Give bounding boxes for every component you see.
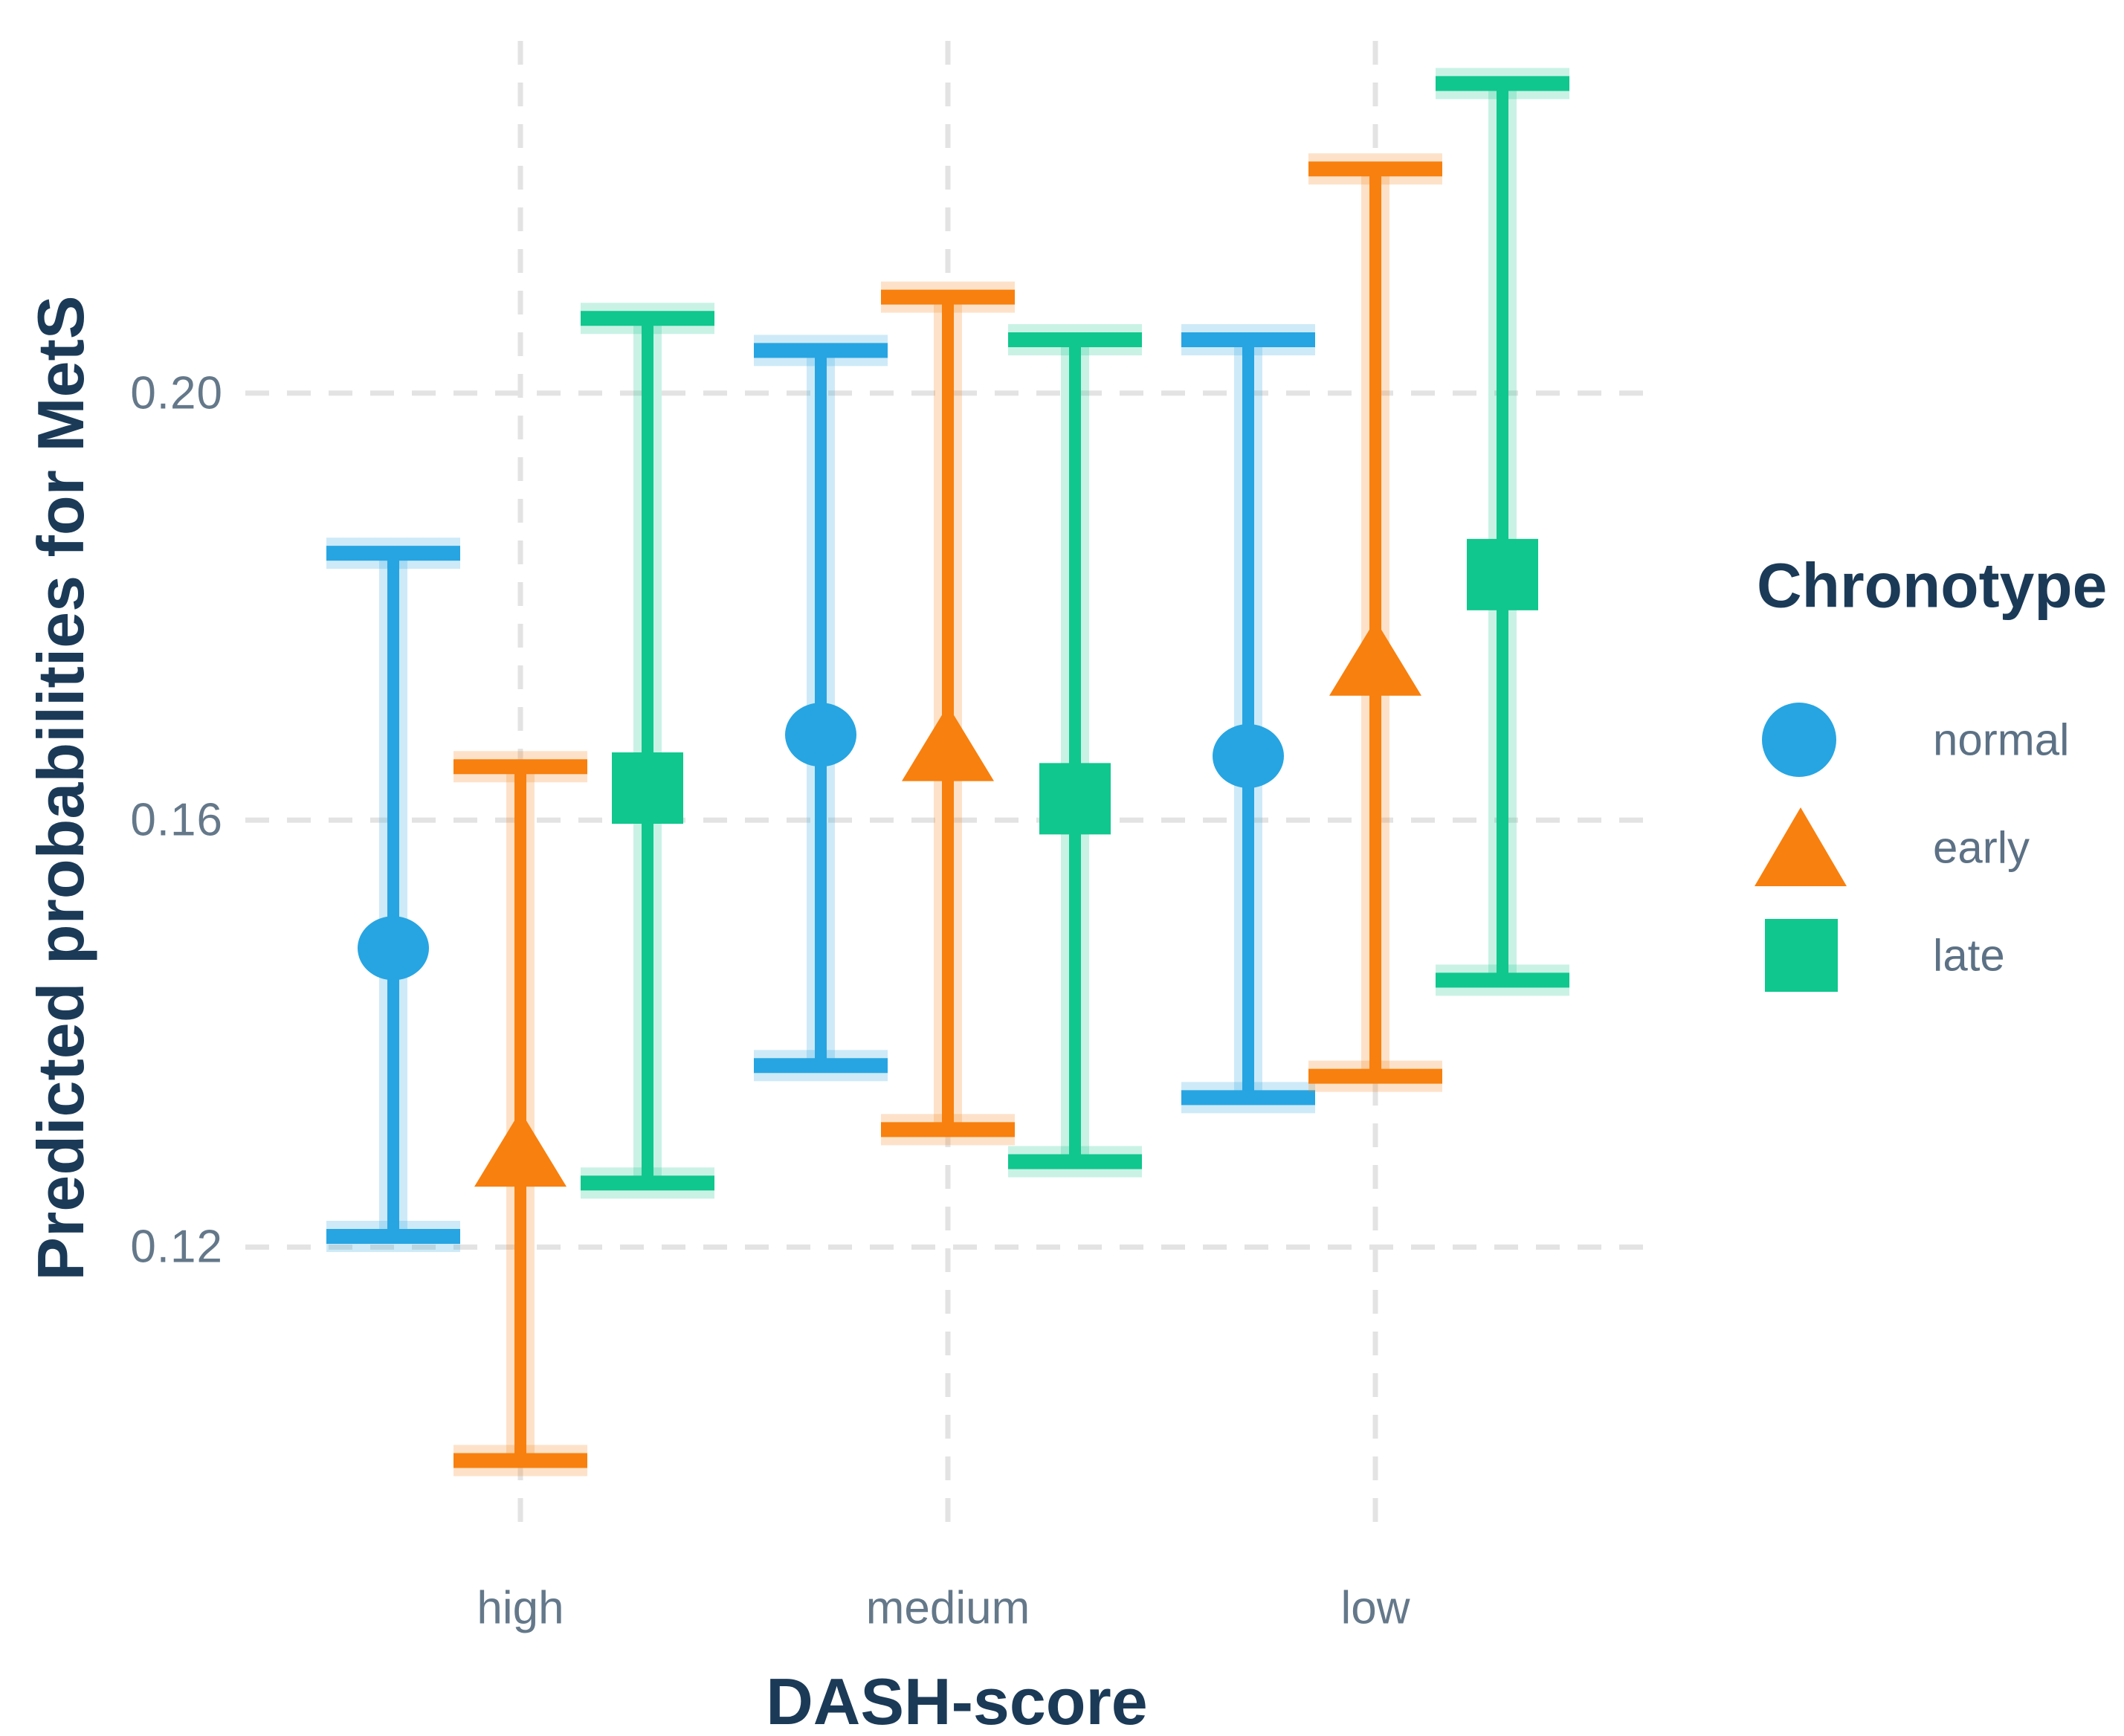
legend-item-label-normal: normal	[1933, 714, 2070, 765]
x-axis-title: DASH-score	[766, 1665, 1148, 1736]
circle-icon	[1762, 703, 1836, 777]
y-tick-label-0.12: 0.12	[130, 1221, 223, 1273]
y-tick-label-0.20: 0.20	[130, 367, 223, 419]
marker-circle-low	[1213, 723, 1284, 788]
legend-item-label-early: early	[1933, 822, 2030, 873]
x-tick-label-low: low	[1340, 1582, 1410, 1634]
square-icon	[1765, 919, 1838, 992]
marker-triangle-low	[1329, 619, 1421, 696]
marker-circle-medium	[785, 703, 856, 767]
marker-triangle-high	[474, 1111, 566, 1187]
triangle-icon	[1755, 807, 1847, 886]
marker-square-low	[1467, 538, 1538, 610]
marker-circle-high	[358, 916, 429, 981]
marker-square-medium	[1039, 763, 1111, 835]
marker-square-high	[612, 752, 683, 824]
x-tick-label-medium: medium	[865, 1582, 1030, 1634]
x-tick-label-high: high	[477, 1582, 564, 1634]
legend-item-label-late: late	[1933, 930, 2005, 981]
legend-title: Chronotype	[1757, 550, 2108, 621]
marker-triangle-medium	[902, 705, 994, 781]
y-tick-label-0.16: 0.16	[130, 794, 223, 846]
y-axis-title: Predicted probabilities for MetS	[24, 295, 97, 1281]
